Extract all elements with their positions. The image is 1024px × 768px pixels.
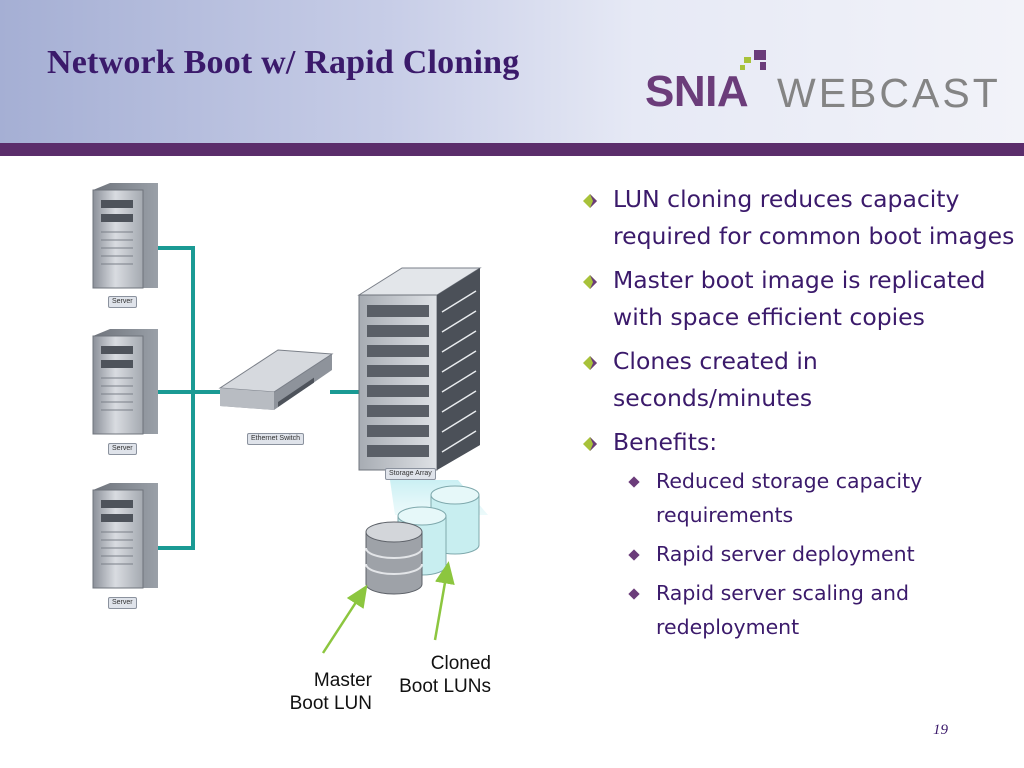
diamond-bullet-icon	[628, 476, 640, 488]
slide-title: Network Boot w/ Rapid Cloning	[47, 44, 520, 81]
bullet-text: Benefits:	[613, 428, 718, 456]
bullet-chevron-icon	[583, 437, 597, 451]
sub-bullet-item: Reduced storage capacity requirements	[575, 464, 1015, 532]
ethernet-switch	[218, 349, 334, 410]
bullet-chevron-icon	[583, 356, 597, 370]
snia-webcast-logo: SNIA WEBCAST	[645, 48, 1015, 123]
logo-webcast-text: WEBCAST	[777, 70, 1001, 116]
server-3-label: Server	[108, 597, 137, 609]
sub-bullet-item: Rapid server deployment	[575, 537, 1015, 571]
bullet-chevron-icon	[583, 194, 597, 208]
network-boot-diagram: Server Server Server Ethernet Switch Sto…	[60, 170, 560, 740]
bullet-text: Clones created in seconds/minutes	[613, 347, 818, 412]
server-3	[92, 483, 158, 589]
diagram-graphics	[92, 183, 488, 654]
diamond-bullet-icon	[628, 588, 640, 600]
server-1-label: Server	[108, 296, 137, 308]
storage-array-label: Storage Array	[385, 468, 436, 480]
server-2-label: Server	[108, 443, 137, 455]
server-2	[92, 329, 158, 435]
switch-label: Ethernet Switch	[247, 433, 305, 445]
master-lun-arrow	[321, 584, 368, 654]
storage-array	[357, 267, 482, 471]
sub-bullet-item: Rapid server scaling and redeployment	[575, 576, 1015, 644]
server-1	[92, 183, 158, 289]
logo-mark-icon	[740, 50, 766, 70]
network-links	[158, 246, 359, 550]
cloned-luns-arrow	[433, 561, 455, 641]
bullet-item: LUN cloning reduces capacity required fo…	[575, 181, 1015, 255]
master-lun-caption: Master Boot LUN	[289, 670, 372, 714]
logo-snia-text: SNIA	[645, 67, 749, 116]
page-number: 19	[933, 722, 948, 738]
bullet-chevron-icon	[583, 275, 597, 289]
cloned-luns-caption: Cloned Boot LUNs	[399, 653, 491, 697]
bullet-text: LUN cloning reduces capacity required fo…	[613, 185, 1015, 250]
bullet-list: LUN cloning reduces capacity required fo…	[575, 181, 1015, 649]
header-rule	[0, 143, 1024, 156]
diamond-bullet-icon	[628, 549, 640, 561]
sub-bullet-text: Reduced storage capacity requirements	[656, 469, 923, 527]
sub-bullet-text: Rapid server deployment	[656, 542, 915, 566]
bullet-text: Master boot image is replicated with spa…	[613, 266, 986, 331]
bullet-item: Master boot image is replicated with spa…	[575, 262, 1015, 336]
bullet-item: Clones created in seconds/minutes	[575, 343, 1015, 417]
header-band	[0, 0, 1024, 143]
master-lun-disk	[365, 521, 423, 595]
bullet-item: Benefits:	[575, 424, 1015, 461]
sub-bullet-text: Rapid server scaling and redeployment	[656, 581, 909, 639]
